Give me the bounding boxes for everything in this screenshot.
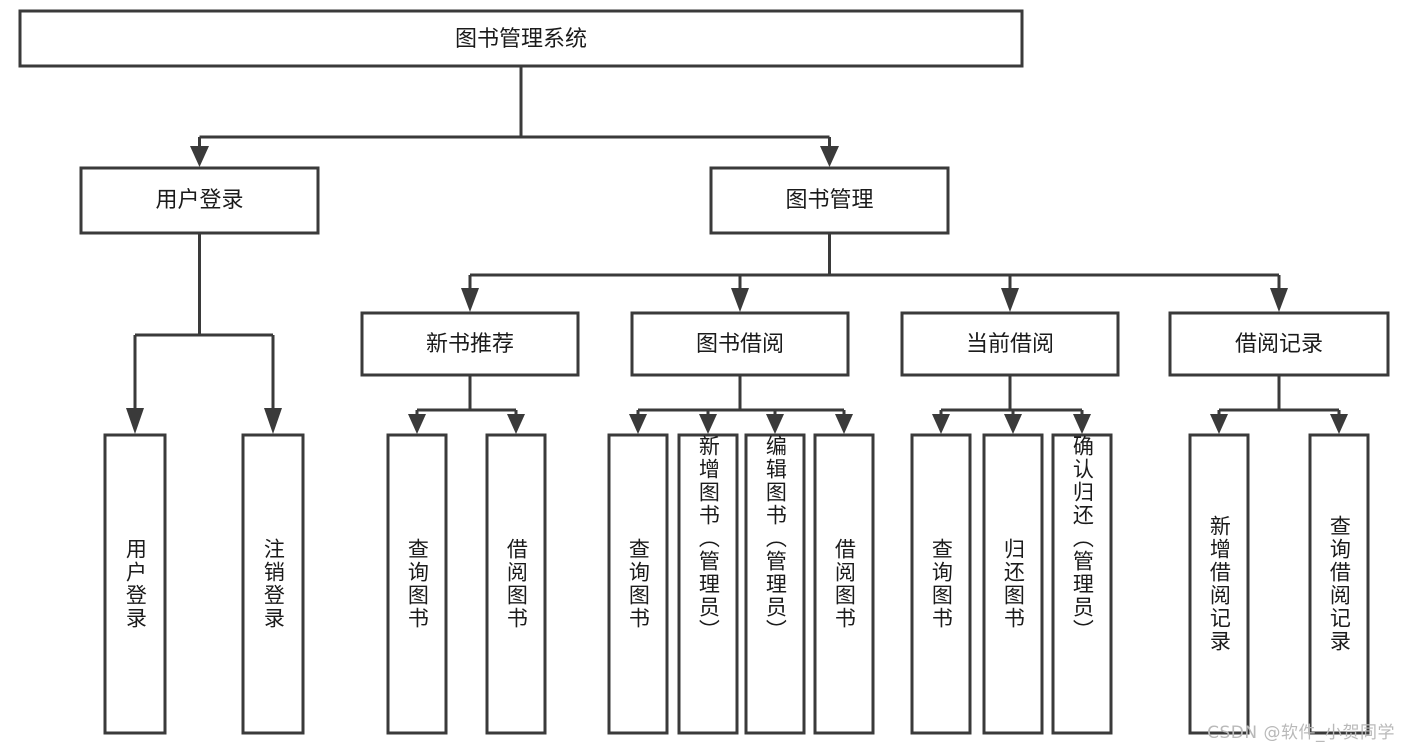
node-user-login-box[interactable] <box>79 166 320 235</box>
node-current-borrow-box[interactable] <box>900 311 1120 377</box>
node-borrow-record-box[interactable] <box>1168 311 1390 377</box>
node-current-borrow-label: 当前借阅 <box>966 332 1054 357</box>
connector-group-current-borrow <box>932 375 1091 434</box>
arrow-head-leaf-borrow-book-2 <box>835 414 853 434</box>
leaf-box-borrow-book-2[interactable] <box>813 433 875 735</box>
connector-group-user-login <box>126 233 282 434</box>
node-book-borrow-label: 图书借阅 <box>696 332 784 357</box>
node-borrow-record[interactable]: 借阅记录 <box>1168 311 1390 377</box>
arrow-head-leaf-logout <box>264 408 282 434</box>
leaf-box-query-book-2[interactable] <box>607 433 669 735</box>
node-root-label: 图书管理系统 <box>455 27 587 52</box>
node-borrow-record-label: 借阅记录 <box>1235 332 1323 357</box>
arrow-head-leaf-query-record <box>1330 414 1348 434</box>
leaf-box-add-book[interactable] <box>677 433 739 735</box>
leaf-box-query-record[interactable] <box>1308 433 1370 735</box>
arrow-head-leaf-borrow-book-1 <box>507 414 525 434</box>
node-new-book-rec[interactable]: 新书推荐 <box>360 311 580 377</box>
node-root-box[interactable] <box>18 9 1024 68</box>
arrow-head-leaf-add-book <box>699 414 717 434</box>
connector-group-new-book-rec <box>408 375 525 434</box>
connector-group-book-mgmt <box>461 233 1288 312</box>
arrow-head-book-borrow <box>731 288 749 312</box>
node-book-borrow-box[interactable] <box>630 311 850 377</box>
node-user-login-label: 用户登录 <box>155 188 243 213</box>
node-book-mgmt[interactable]: 图书管理 <box>709 166 950 235</box>
arrow-head-user-login <box>190 146 209 167</box>
leaf-box-edit-book[interactable] <box>744 433 806 735</box>
node-book-borrow[interactable]: 图书借阅 <box>630 311 850 377</box>
arrow-head-leaf-edit-book <box>766 414 784 434</box>
connector-group-root <box>190 66 839 167</box>
leaf-box-borrow-book-1[interactable] <box>485 433 547 735</box>
connector-group-book-borrow <box>629 375 853 434</box>
arrow-head-borrow-record <box>1270 288 1288 312</box>
arrow-head-leaf-confirm-return <box>1073 414 1091 434</box>
arrow-head-new-book-rec <box>461 288 479 312</box>
node-current-borrow[interactable]: 当前借阅 <box>900 311 1120 377</box>
arrow-head-leaf-return-book <box>1004 414 1022 434</box>
csdn-watermark: CSDN @软件_小贺同学 <box>1207 723 1395 743</box>
arrow-head-leaf-user-login <box>126 408 144 434</box>
leaf-box-confirm-return[interactable] <box>1051 433 1113 735</box>
arrow-head-leaf-query-book-3 <box>932 414 950 434</box>
arrow-head-leaf-query-book-1 <box>408 414 426 434</box>
arrow-head-leaf-add-record <box>1210 414 1228 434</box>
node-root[interactable]: 图书管理系统 <box>18 9 1024 68</box>
leaf-box-query-book-3[interactable] <box>910 433 972 735</box>
node-book-mgmt-box[interactable] <box>709 166 950 235</box>
node-new-book-rec-box[interactable] <box>360 311 580 377</box>
leaf-box-logout[interactable] <box>241 433 305 735</box>
connector-group-borrow-record <box>1210 375 1348 434</box>
leaf-box-user-login[interactable] <box>103 433 167 735</box>
leaf-box-query-book-1[interactable] <box>386 433 448 735</box>
node-new-book-rec-label: 新书推荐 <box>426 332 514 357</box>
arrow-head-book-mgmt <box>820 146 839 167</box>
node-book-mgmt-label: 图书管理 <box>785 188 873 213</box>
leaf-box-return-book[interactable] <box>982 433 1044 735</box>
leaf-boxes <box>103 433 1370 735</box>
leaf-box-add-record[interactable] <box>1188 433 1250 735</box>
node-user-login[interactable]: 用户登录 <box>79 166 320 235</box>
arrow-head-current-borrow <box>1001 288 1019 312</box>
arrow-head-leaf-query-book-2 <box>629 414 647 434</box>
